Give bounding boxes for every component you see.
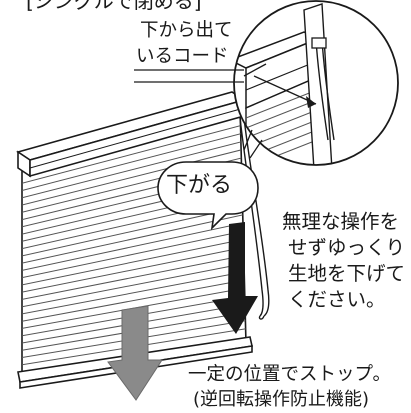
pleat-line bbox=[22, 221, 246, 271]
pleat-line bbox=[22, 140, 246, 199]
speech-bubble bbox=[157, 161, 259, 231]
pleat-line bbox=[22, 246, 246, 293]
note-line-2: (逆回転操作防止機能) bbox=[193, 389, 370, 410]
instruction-line-4: ください。 bbox=[288, 288, 386, 311]
callout-line-2: いるコード bbox=[136, 46, 229, 67]
down-arrow-gray bbox=[107, 305, 163, 401]
pleat-line bbox=[22, 271, 246, 315]
pleat-line bbox=[22, 279, 246, 322]
instruction-line-2: せずゆっくり bbox=[288, 236, 406, 259]
pleat-line bbox=[22, 213, 246, 264]
pleat-line bbox=[22, 254, 246, 300]
note-line-1: 一定の位置でストップ。 bbox=[188, 364, 391, 385]
callout-underline bbox=[134, 63, 267, 83]
pleat-line bbox=[22, 230, 246, 279]
zoom-detail bbox=[233, 0, 399, 166]
callout-line-1: 下から出て bbox=[140, 20, 233, 41]
pleat-line bbox=[22, 262, 246, 308]
pleat-line bbox=[22, 131, 246, 191]
pleat-line bbox=[22, 123, 246, 184]
instruction-line-1: 無理な操作を bbox=[282, 210, 400, 233]
action-label: 下がる bbox=[166, 173, 233, 198]
down-arrow-dark bbox=[212, 222, 258, 334]
instruction-line-3: 生地を下げて bbox=[288, 262, 406, 285]
pleat-line bbox=[22, 148, 246, 206]
header-label: [シングルで閉める] bbox=[26, 0, 202, 13]
pleat-line bbox=[22, 238, 246, 286]
pull-cord bbox=[239, 117, 270, 320]
